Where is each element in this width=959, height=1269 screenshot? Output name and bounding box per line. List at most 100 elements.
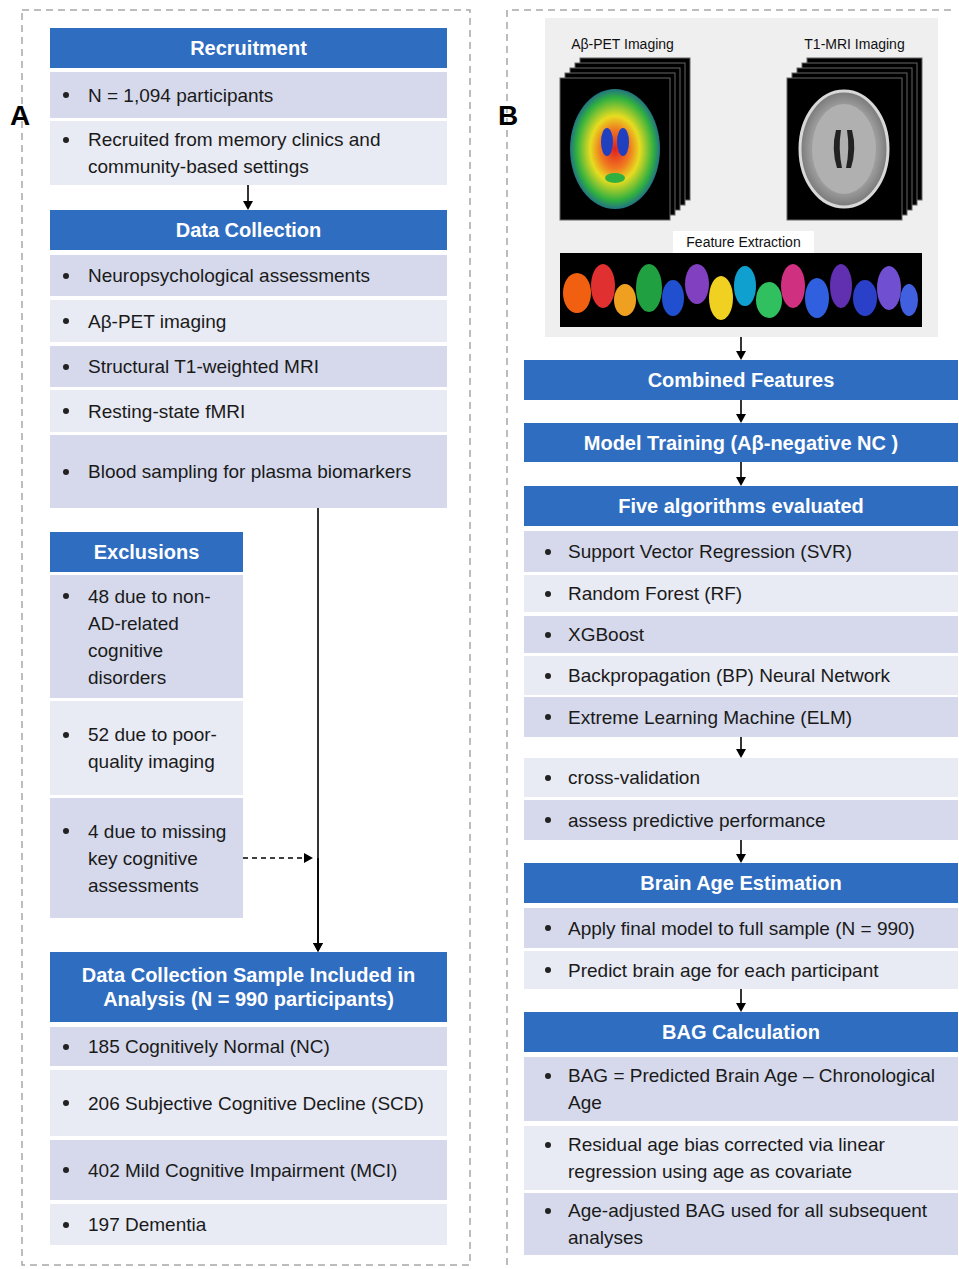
item-text: Random Forest (RF): [568, 580, 952, 607]
item-row: Age-adjusted BAG used for all subsequent…: [524, 1197, 952, 1251]
item-text: Predict brain age for each participant: [568, 957, 952, 984]
connector-line: [247, 185, 249, 202]
item-row: Structural T1-weighted MRI: [50, 353, 441, 380]
item-text: BAG = Predicted Brain Age – Chronologica…: [568, 1062, 952, 1116]
image-label: Aβ-PET Imaging: [560, 36, 685, 53]
item-row: BAG = Predicted Brain Age – Chronologica…: [524, 1062, 952, 1116]
bullet-dot: [63, 1100, 69, 1106]
panel-letter: B: [498, 100, 518, 132]
item-row: Residual age bias corrected via linear r…: [524, 1131, 952, 1185]
item-text: 4 due to missing key cognitive assessmen…: [88, 818, 237, 899]
dashed-line: [243, 857, 305, 859]
bullet-dot: [63, 318, 69, 324]
imaging-illustration: [545, 18, 938, 337]
arrow-head: [313, 943, 323, 952]
item-text-block: Random Forest (RF): [568, 580, 952, 607]
section-header: Exclusions: [50, 532, 243, 572]
bullet-dot: [545, 967, 551, 973]
flow-arrow: [736, 737, 746, 758]
item-text-block: 206 Subjective Cognitive Decline (SCD): [88, 1090, 441, 1117]
connector-line: [740, 400, 742, 415]
item-row: 48 due to non-AD-related cognitive disor…: [50, 583, 237, 691]
bullet-dot: [545, 1208, 551, 1214]
list-item: Resting-state fMRI: [50, 390, 447, 432]
list-item: assess predictive performance: [524, 800, 958, 840]
caption-text: Feature Extraction: [686, 233, 800, 251]
connector-line: [740, 840, 742, 855]
arrow-head: [736, 1003, 746, 1012]
item-text-block: Backpropagation (BP) Neural Network: [568, 662, 952, 689]
header-text: Data Collection: [176, 218, 322, 242]
panel-border: [22, 10, 470, 1265]
item-text-block: 48 due to non-AD-related cognitive disor…: [88, 583, 237, 691]
header-text: Exclusions: [94, 540, 200, 564]
item-text: 52 due to poor-quality imaging: [88, 721, 237, 775]
section-header: Brain Age Estimation: [524, 863, 958, 903]
item-text-block: 4 due to missing key cognitive assessmen…: [88, 818, 237, 899]
section-header: Five algorithms evaluated: [524, 486, 958, 526]
item-text-block: Residual age bias corrected via linear r…: [568, 1131, 952, 1185]
list-item: Apply final model to full sample (N = 99…: [524, 908, 958, 948]
imaging-panel: Aβ-PET ImagingT1-MRI ImagingFeature Extr…: [545, 18, 938, 337]
list-item: Aβ-PET imaging: [50, 300, 447, 342]
bullet-dot: [63, 1044, 69, 1050]
bullet-dot: [63, 828, 69, 834]
bullet-dot: [545, 591, 551, 597]
item-text: XGBoost: [568, 621, 952, 648]
section-header: Recruitment: [50, 28, 447, 68]
item-row: 52 due to poor-quality imaging: [50, 721, 237, 775]
bullet-dot: [545, 817, 551, 823]
list-item: cross-validation: [524, 758, 958, 797]
arrow-head: [736, 414, 746, 423]
list-item: Residual age bias corrected via linear r…: [524, 1126, 958, 1190]
item-text: Neuropsychological assessments: [88, 262, 441, 289]
section-header: Data Collection: [50, 210, 447, 250]
item-text: 185 Cognitively Normal (NC): [88, 1033, 441, 1060]
header-text: BAG Calculation: [662, 1020, 820, 1044]
bullet-dot: [545, 632, 551, 638]
list-item: N = 1,094 participants: [50, 72, 447, 118]
section-header: Data Collection Sample Included in Analy…: [50, 952, 447, 1022]
arrow-head: [313, 943, 323, 952]
item-text-block: Resting-state fMRI: [88, 398, 441, 425]
flow-arrow: [736, 840, 746, 863]
list-item: BAG = Predicted Brain Age – Chronologica…: [524, 1057, 958, 1121]
arrow-head: [243, 201, 253, 210]
list-item: Blood sampling for plasma biomarkers: [50, 435, 447, 508]
list-item: XGBoost: [524, 616, 958, 653]
flow-arrow: [243, 185, 253, 210]
item-row: assess predictive performance: [524, 807, 952, 834]
item-text: Extreme Learning Machine (ELM): [568, 704, 952, 731]
list-item: Random Forest (RF): [524, 575, 958, 612]
item-row: Apply final model to full sample (N = 99…: [524, 915, 952, 942]
bullet-dot: [545, 1073, 551, 1079]
item-text: Resting-state fMRI: [88, 398, 441, 425]
header-text: Recruitment: [190, 36, 307, 60]
item-text: 197 Dementia: [88, 1211, 441, 1238]
header-text: Brain Age Estimation: [640, 871, 842, 895]
flow-arrow: [736, 337, 746, 360]
bullet-dot: [545, 1142, 551, 1148]
item-text-block: Predict brain age for each participant: [568, 957, 952, 984]
section-header: BAG Calculation: [524, 1012, 958, 1052]
item-row: Resting-state fMRI: [50, 398, 441, 425]
bullet-dot: [63, 364, 69, 370]
caption-tag: Feature Extraction: [673, 231, 814, 253]
list-item: 185 Cognitively Normal (NC): [50, 1027, 447, 1066]
bullet-dot: [63, 92, 69, 98]
header-text: Data Collection Sample Included in Analy…: [58, 963, 439, 1011]
list-item: Structural T1-weighted MRI: [50, 346, 447, 387]
atlas-strip: [560, 253, 922, 327]
item-text-block: Apply final model to full sample (N = 99…: [568, 915, 952, 942]
bullet-dot: [63, 469, 69, 475]
item-text: 402 Mild Cognitive Impairment (MCI): [88, 1157, 441, 1184]
list-item: 197 Dementia: [50, 1204, 447, 1245]
item-text-block: Extreme Learning Machine (ELM): [568, 704, 952, 731]
item-row: N = 1,094 participants: [50, 82, 441, 109]
item-text-block: BAG = Predicted Brain Age – Chronologica…: [568, 1062, 952, 1116]
item-text-block: 52 due to poor-quality imaging: [88, 721, 237, 775]
item-text: Support Vector Regression (SVR): [568, 538, 952, 565]
flow-arrow: [736, 989, 746, 1012]
item-row: Neuropsychological assessments: [50, 262, 441, 289]
